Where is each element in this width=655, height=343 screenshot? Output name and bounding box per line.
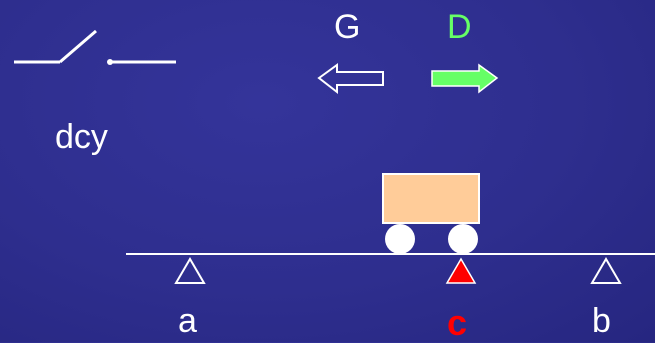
open-switch-icon: [14, 31, 176, 65]
right-direction-label: D: [447, 10, 472, 44]
point-c-label: c: [447, 306, 467, 340]
cart-wheel-right: [448, 224, 478, 254]
point-b-label: b: [592, 304, 611, 338]
hollow-left-arrow-icon: [319, 65, 383, 92]
cart-wheel-left: [385, 224, 415, 254]
marker-a-icon: [176, 259, 204, 283]
switch-label: dcy: [55, 120, 108, 154]
cart: [383, 174, 479, 254]
cart-body: [383, 174, 479, 223]
point-a-label: a: [178, 304, 197, 338]
left-direction-label: G: [334, 10, 360, 44]
filled-right-arrow-icon: [432, 65, 497, 92]
marker-c-icon: [447, 259, 475, 283]
marker-b-icon: [592, 259, 620, 283]
